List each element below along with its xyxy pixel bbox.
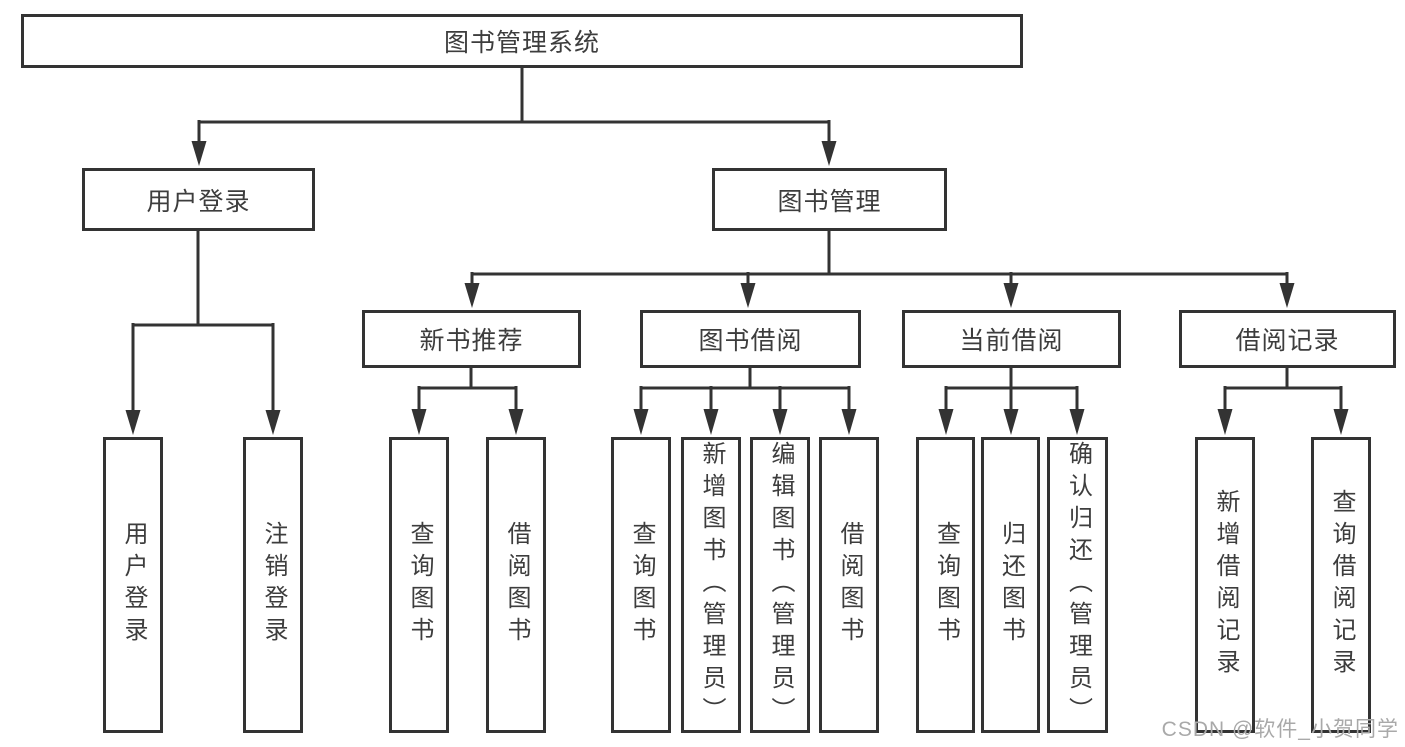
leaf-borrow-books-rec-label: 借阅图书 [503,521,530,649]
node-current-borrow: 当前借阅 [902,310,1121,368]
csdn-watermark: CSDN @软件_小贺同学 [1161,718,1399,741]
arrow-head [772,409,788,435]
node-new-book-recommendation-label: 新书推荐 [419,327,524,355]
leaf-add-books-admin-label: 新增图书（管理员） [698,441,725,729]
leaf-return-books-label: 归还图书 [997,521,1025,649]
node-book-management-label: 图书管理 [777,187,882,216]
node-current-borrow-label: 当前借阅 [959,327,1064,355]
node-borrow-record-label: 借阅记录 [1235,327,1340,355]
leaf-user-login: 用户登录 [103,437,163,733]
leaf-query-books-borrow: 查询图书 [611,437,671,733]
arrow-head [821,141,837,166]
node-new-book-recommendation: 新书推荐 [362,310,581,368]
arrow-head [464,283,480,308]
leaf-query-books-current: 查询图书 [916,437,975,733]
arrow-head [1333,409,1349,435]
leaf-logout-label: 注销登录 [260,521,287,649]
leaf-query-books-borrow-label: 查询图书 [628,521,655,649]
leaf-user-login-label: 用户登录 [120,521,147,649]
leaf-edit-books-admin: 编辑图书（管理员） [750,437,810,733]
arrow-head [1003,283,1019,308]
node-root-label: 图书管理系统 [443,29,600,57]
leaf-query-borrow-record-label: 查询借阅记录 [1328,489,1355,681]
leaf-borrow-books-label: 借阅图书 [836,521,863,649]
arrow-head [1217,409,1233,435]
arrow-head [265,410,281,435]
leaf-query-books-rec-label: 查询图书 [406,521,433,649]
leaf-query-books-current-label: 查询图书 [932,521,960,649]
arrow-head [125,410,141,435]
node-book-borrow-label: 图书借阅 [698,327,803,355]
arrow-head [1069,409,1085,435]
leaf-borrow-books: 借阅图书 [819,437,879,733]
leaf-borrow-books-rec: 借阅图书 [486,437,546,733]
leaf-confirm-return-admin: 确认归还（管理员） [1047,437,1108,733]
arrow-head [1279,283,1295,308]
leaf-query-books-rec: 查询图书 [389,437,449,733]
arrow-head [841,409,857,435]
arrow-head [938,409,954,435]
leaf-confirm-return-admin-label: 确认归还（管理员） [1064,441,1092,729]
leaf-logout: 注销登录 [243,437,303,733]
arrow-head [633,409,649,435]
node-user-login: 用户登录 [82,168,315,231]
leaf-return-books: 归还图书 [981,437,1040,733]
arrow-head [411,409,427,435]
node-book-management: 图书管理 [712,168,947,231]
node-user-login-label: 用户登录 [146,187,251,216]
arrow-head [191,141,207,166]
node-root-system: 图书管理系统 [21,14,1023,68]
leaf-add-borrow-record: 新增借阅记录 [1195,437,1255,733]
arrow-head [703,409,719,435]
node-book-borrow: 图书借阅 [640,310,861,368]
arrow-head [740,283,756,308]
leaf-add-borrow-record-label: 新增借阅记录 [1212,489,1239,681]
leaf-query-borrow-record: 查询借阅记录 [1311,437,1371,733]
leaf-add-books-admin: 新增图书（管理员） [681,437,741,733]
arrow-head [1003,409,1019,435]
leaf-edit-books-admin-label: 编辑图书（管理员） [767,441,794,729]
node-borrow-record: 借阅记录 [1179,310,1396,368]
arrow-head [508,409,524,435]
